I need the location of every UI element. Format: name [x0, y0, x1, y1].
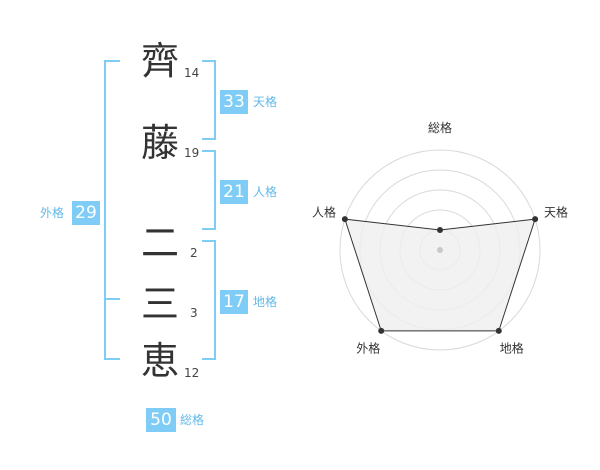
radar-axis-label-1: 総格: [428, 120, 452, 135]
stroke-count-5: 12: [184, 366, 200, 380]
radar-grid-ring-5: [339, 149, 541, 351]
stroke-count-2: 19: [184, 146, 200, 160]
stroke-count-1: 14: [184, 66, 200, 80]
radar-axis-label-2: 天格: [544, 204, 568, 219]
name-char-5: 恵: [140, 339, 179, 383]
jinkaku-badge: 21: [220, 180, 248, 204]
jinkaku-label: 人格: [253, 185, 278, 199]
gaikaku-label: 外格: [40, 206, 65, 220]
radar-point-5: [341, 216, 348, 223]
chikaku-badge: 17: [220, 290, 248, 314]
soukaku-badge: 50: [146, 408, 176, 432]
jinkaku-bracket: [202, 150, 216, 230]
chikaku-label: 地格: [253, 295, 278, 309]
name-char-2: 藤: [140, 121, 179, 165]
name-char-4: 三: [140, 282, 179, 326]
tenkaku-bracket: [202, 60, 216, 140]
name-char-1: 齊: [140, 39, 179, 83]
tenkaku-label: 天格: [253, 95, 278, 109]
gaikaku-bracket: [104, 60, 120, 360]
stroke-count-3: 2: [190, 246, 198, 260]
soukaku-label: 総格: [180, 413, 205, 427]
gaikaku-badge: 29: [72, 201, 100, 225]
radar-axis-label-4: 外格: [356, 341, 380, 356]
chikaku-bracket: [202, 240, 216, 360]
radar-axis-label-3: 地格: [500, 341, 524, 356]
name-char-3: 二: [140, 221, 179, 265]
radar-area: [344, 218, 536, 332]
tenkaku-badge: 33: [220, 90, 248, 114]
radar-point-4: [378, 327, 385, 334]
radar-center: [437, 247, 443, 253]
radar-axis-label-5: 人格: [312, 204, 336, 219]
radar-point-1: [437, 227, 443, 233]
radar-point-2: [532, 216, 539, 223]
stroke-count-4: 3: [190, 306, 198, 320]
gaikaku-bracket-tick: [106, 298, 120, 300]
radar-point-3: [495, 327, 502, 334]
